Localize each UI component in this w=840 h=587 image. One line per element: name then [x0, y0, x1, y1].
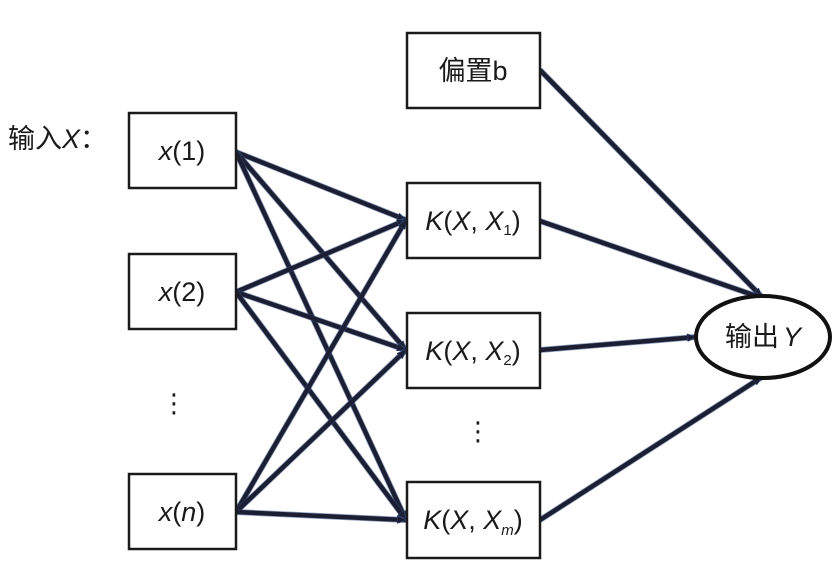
edge-x2-to-k2: [235, 289, 406, 353]
input-label: 输入X：: [8, 124, 107, 154]
kernel-node-2: K(X, X2): [405, 311, 542, 390]
kernel-node-1: K(X, X1): [405, 181, 542, 260]
edge-xn-to-k2: [234, 348, 408, 514]
edge-xn-to-km: [235, 509, 406, 520]
edge-xn-to-k1: [234, 220, 408, 514]
input-node-xn: x(n): [127, 472, 238, 551]
input-node-x1: x(1): [127, 111, 238, 190]
kernel-node-m: K(X, Xm): [405, 480, 542, 560]
bias-node: 偏置b: [405, 31, 542, 110]
edge-k2-to-out: [539, 337, 696, 353]
input-node-label: x(1): [157, 136, 206, 166]
bias-label: 偏置b: [438, 56, 507, 86]
kernel-ellipsis: ⋮: [465, 416, 491, 446]
edge-x1-to-km: [233, 151, 409, 520]
input-node-label: x(2): [157, 277, 206, 307]
edge-k1-to-out: [539, 218, 762, 301]
edge-bias-to-out: [538, 68, 764, 299]
edge-x2-to-k1: [235, 217, 406, 295]
edge-x1-to-k1: [235, 149, 406, 223]
input-label-colon: ：: [80, 124, 107, 154]
input-ellipsis: ⋮: [161, 388, 187, 418]
kernel-label: K(X, X2): [425, 336, 520, 369]
input-label-prefix: 输入: [8, 124, 62, 154]
edge-km-to-out: [538, 375, 762, 522]
input-node-x2: x(2): [127, 252, 238, 331]
input-label-var: X: [61, 124, 81, 154]
input-node-label: x(n): [157, 497, 206, 527]
edges: [233, 67, 765, 522]
edge-x2-to-km: [234, 290, 408, 520]
edge-x1-to-k2: [234, 150, 408, 352]
